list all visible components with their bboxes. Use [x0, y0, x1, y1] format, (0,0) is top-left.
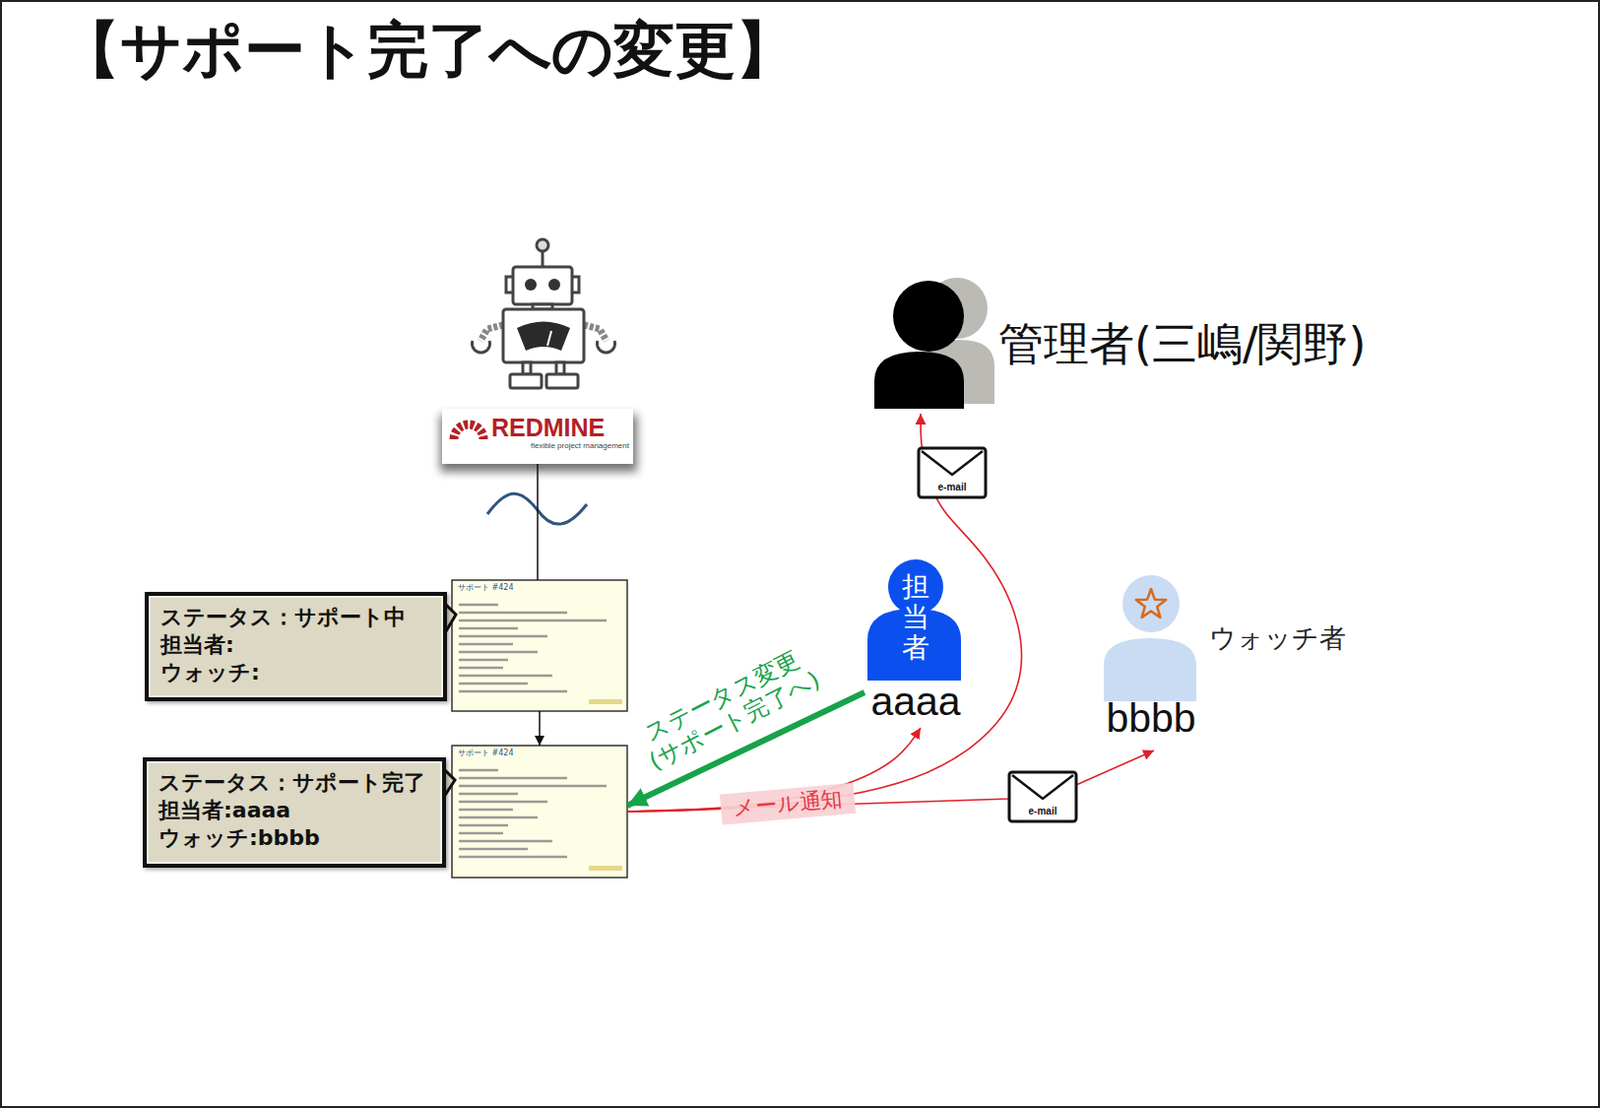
- robot-illustration: [472, 239, 616, 388]
- ticket-screenshot: サポート #424: [451, 579, 628, 711]
- person-head: [893, 280, 964, 352]
- assignee-icon: [867, 559, 961, 681]
- watch-line: ウォッチ:: [160, 658, 432, 687]
- person-body: [1103, 638, 1197, 702]
- robot-foot: [510, 374, 542, 388]
- robot-antenna-ball: [536, 239, 549, 252]
- watch-line: ウォッチ:bbbb: [158, 824, 431, 852]
- connector: [536, 463, 539, 580]
- role-text: 担当者: [901, 572, 930, 663]
- robot-body: [503, 309, 584, 363]
- mail-icon-text: e-mail: [1028, 805, 1058, 818]
- robot-leg: [556, 362, 565, 375]
- robot-claw: [597, 340, 616, 353]
- page-title: 【サポート完了への変更】: [59, 13, 797, 87]
- envelope-flap: [1012, 774, 1074, 799]
- status-line: ステータス：サポート中: [160, 603, 432, 632]
- robot-foot: [546, 374, 578, 388]
- robot-head: [512, 266, 573, 305]
- ticket-heading: サポート #424: [457, 748, 622, 759]
- status-callout: ステータス：サポート中担当者:ウォッチ:: [144, 591, 448, 702]
- mail-icon: [1009, 771, 1077, 822]
- logo-ground: [442, 408, 634, 464]
- envelope-flap: [921, 450, 983, 475]
- robot-antenna: [541, 251, 545, 267]
- robot-arm: [480, 324, 504, 341]
- connector: [627, 413, 1022, 812]
- screenshot-lines: [458, 769, 607, 857]
- robot-eye: [548, 278, 561, 291]
- logo-tagline: flexible project management: [491, 441, 630, 451]
- admin-icon: [874, 277, 995, 409]
- screenshot-ground: [451, 579, 628, 711]
- person-head: [1122, 575, 1180, 633]
- role-text: ウォッチ者: [1209, 623, 1346, 653]
- envelope: [1009, 771, 1077, 822]
- mail-icon: [918, 448, 986, 498]
- screenshot-ground: [451, 745, 628, 878]
- logo-arc: [453, 424, 484, 440]
- admin-name: 管理者(三嶋/関野): [998, 317, 1366, 372]
- screenshot-lines: [458, 604, 607, 692]
- assignee-line: 担当者:: [160, 631, 432, 659]
- robot-needle: [547, 330, 552, 346]
- user-name: aaaa: [864, 681, 967, 722]
- robot-claw: [472, 340, 491, 353]
- screenshot-button: [588, 699, 623, 704]
- ticket-heading: サポート #424: [457, 582, 622, 593]
- connector: [538, 710, 541, 746]
- ticket-screenshot: サポート #424: [451, 745, 628, 878]
- logo-word: REDMINE: [491, 413, 630, 442]
- watch-star: [1136, 588, 1166, 618]
- redmine-logo-box: REDMINEflexible project management: [442, 408, 634, 464]
- watcher-person: ウォッチ者 bbbb: [1097, 566, 1384, 749]
- user-name: bbbb: [1097, 698, 1205, 739]
- assignee-line: 担当者:aaaa: [158, 796, 431, 825]
- robot-eye: [524, 278, 537, 291]
- mail-icon-text: e-mail: [938, 481, 967, 494]
- robot-arm: [583, 324, 607, 341]
- robot-leg: [522, 362, 531, 375]
- status-callout: ステータス：サポート完了担当者:aaaaウォッチ:bbbb: [142, 757, 447, 868]
- screenshot-button: [588, 865, 623, 871]
- status-change-label: ステータス変更 (サポート完了へ): [629, 640, 828, 777]
- watcher-icon: [1103, 575, 1197, 702]
- admin-group: 管理者(三嶋/関野): [872, 277, 1366, 411]
- envelope: [918, 448, 986, 498]
- person-body: [874, 351, 964, 409]
- robot-gauge: [516, 321, 571, 352]
- status-line: ステータス：サポート完了: [158, 768, 431, 797]
- connector-group: [537, 413, 1154, 812]
- mail-notice-label: メール通知: [719, 782, 856, 825]
- assignee-person: 担当者 aaaa: [864, 557, 967, 725]
